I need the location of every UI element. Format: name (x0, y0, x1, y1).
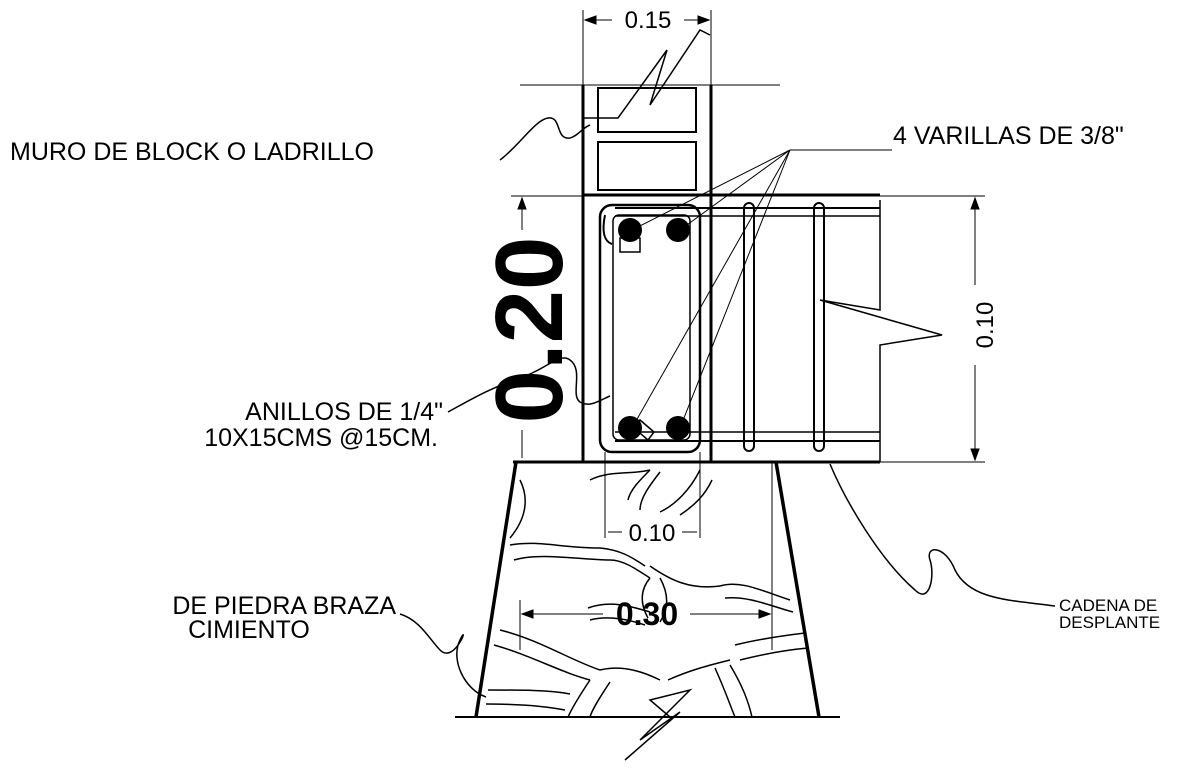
label-foundation-line2: CIMIENTO (188, 616, 310, 644)
label-rings-line1: ANILLOS DE 1/4" (245, 398, 443, 426)
rebar-bottom-right (666, 416, 690, 440)
rebar-top-left (618, 218, 642, 242)
rebar-top-right (666, 218, 690, 242)
dimension-side-height (880, 195, 985, 463)
chain-beam (511, 193, 943, 464)
dimension-stirrup-width-label: 0.10 (629, 520, 676, 547)
dimension-foundation-width (519, 600, 773, 650)
label-bars: 4 VARILLAS DE 3/8" (893, 122, 1124, 150)
label-chain-line2: DESPLANTE (1059, 613, 1160, 632)
dimension-chain-height-label: 0.20 (476, 237, 583, 424)
rebar-bottom-left (618, 416, 642, 440)
label-foundation-line1: DE PIEDRA BRAZA (172, 592, 396, 620)
rebar-leaders (631, 149, 892, 429)
dimension-foundation-width-label: 0.30 (616, 596, 678, 632)
dimension-side-height-label: 0.10 (972, 302, 999, 349)
label-chain-line1: CADENA DE (1059, 596, 1157, 615)
dimension-stirrup-width (604, 452, 701, 538)
stone-foundation (399, 461, 1056, 761)
dimension-chain-height (517, 196, 527, 458)
label-rings-line2: 10X15CMS @15CM. (204, 424, 438, 452)
rings-leader (447, 357, 611, 413)
dimension-wall-width-label: 0.15 (625, 7, 672, 34)
label-wall: MURO DE BLOCK O LADRILLO (10, 138, 374, 166)
rebars (618, 218, 690, 440)
dimension-wall-width (582, 10, 712, 85)
